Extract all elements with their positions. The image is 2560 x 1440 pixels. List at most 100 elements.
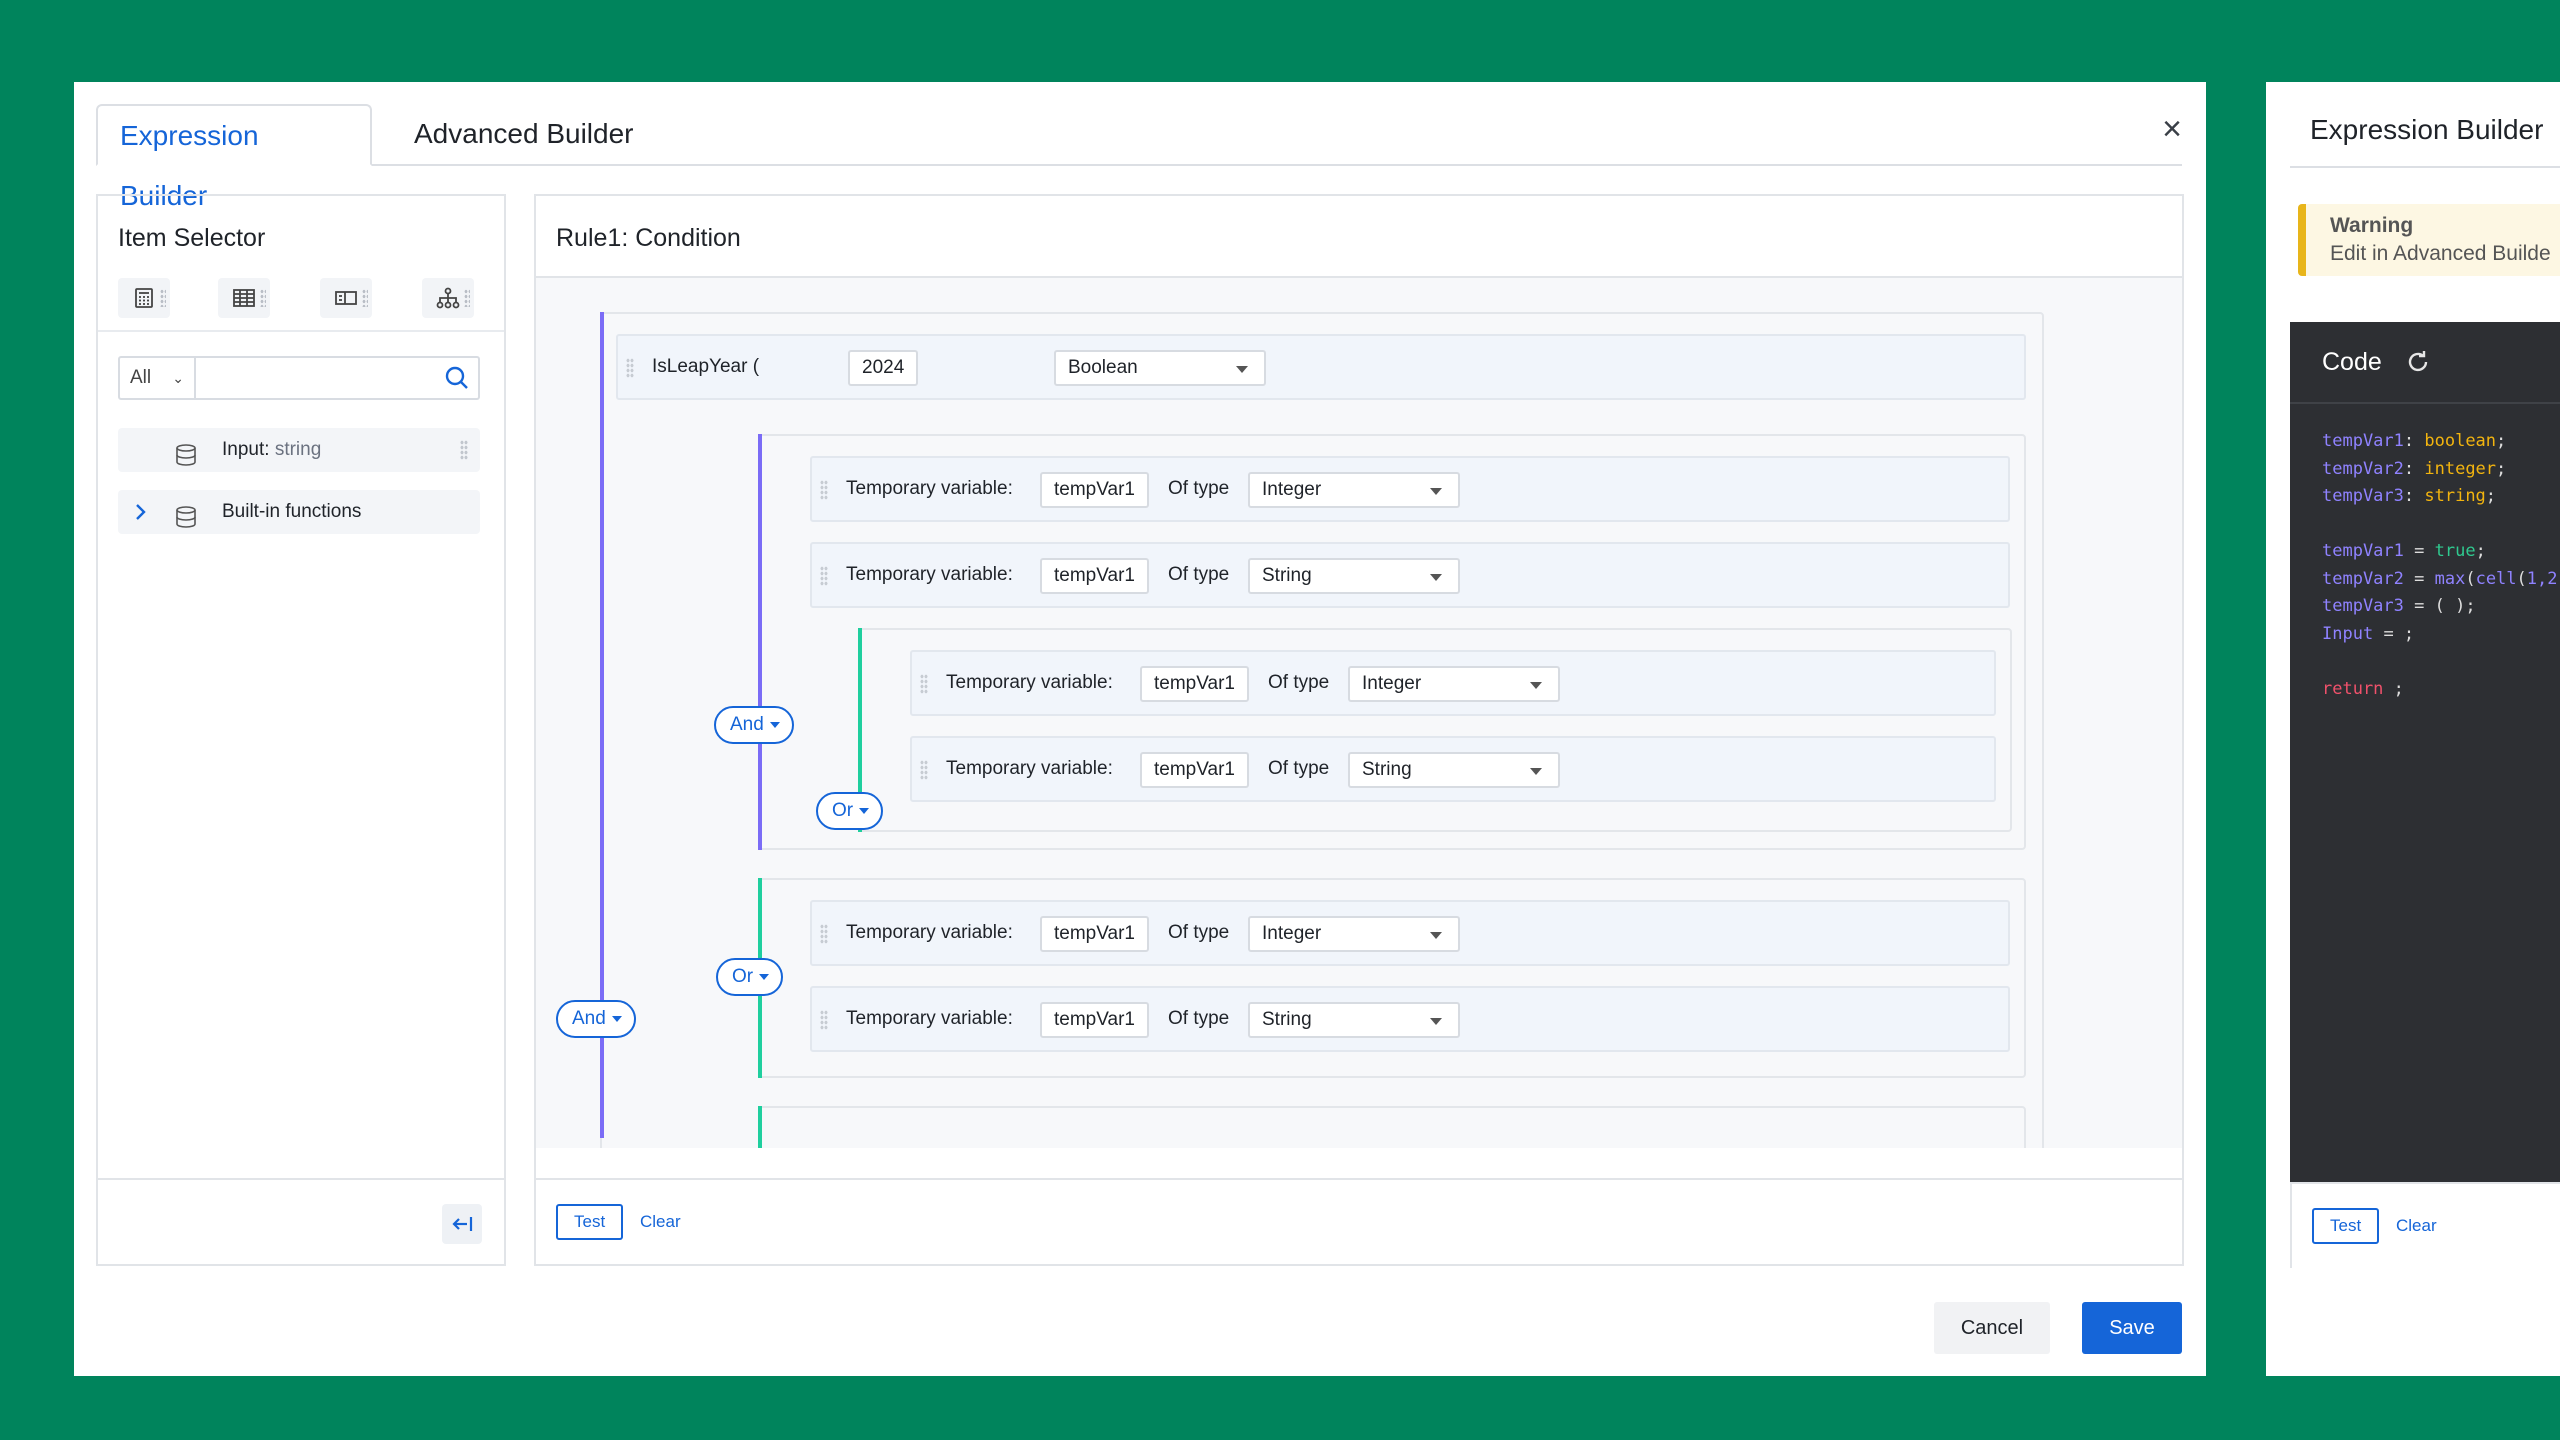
variable-name-input[interactable]: tempVar1 [1040,472,1149,508]
code-token: = ( ); [2414,596,2476,616]
variable-type-select[interactable]: String [1248,558,1460,594]
tree-item-input[interactable]: Input: string [118,428,480,472]
variable-row-1: Temporary variable: tempVar1 Of type Int… [810,456,2010,522]
return-type-value: Boolean [1068,357,1138,378]
code-token: tempVar3 [2322,596,2404,616]
warning-banner: Warning Edit in Advanced Builde [2298,204,2560,276]
variable-row-6: Temporary variable: tempVar1 Of type Str… [810,986,2010,1052]
tab-bar: Expression Builder Advanced Builder [96,104,2182,211]
variable-label: Temporary variable: [846,922,1013,943]
drag-handle-icon[interactable] [626,358,634,378]
variable-label: Temporary variable: [846,1008,1013,1029]
save-button[interactable]: Save [2082,1302,2182,1354]
caret-down-icon [1236,366,1248,373]
variable-type-select[interactable]: Integer [1248,472,1460,508]
test-button[interactable]: Test [2312,1208,2380,1244]
drag-handle-icon[interactable] [820,566,828,586]
search-icon[interactable] [444,365,470,396]
rule-title: Rule1: Condition [556,224,741,252]
function-argument-input[interactable]: 2024 [848,350,919,386]
drag-handle-icon[interactable] [920,674,928,694]
code-title: Code [2322,348,2382,376]
drag-handle-icon[interactable] [820,480,828,500]
caret-down-icon [1530,682,1542,689]
caret-down-icon [769,721,780,728]
collapse-panel-icon[interactable] [442,1204,482,1244]
chevron-right-icon[interactable] [134,490,148,537]
database-icon [174,501,198,545]
side-panel-footer: Test Clear [2290,1182,2560,1268]
filter-value: All [130,367,152,388]
warning-title: Warning [2330,214,2414,237]
code-token: max [2434,568,2466,589]
of-type-label: Of type [1168,1008,1230,1029]
panel-icon[interactable] [320,278,372,318]
caret-down-icon [759,973,770,980]
drag-handle-icon[interactable] [820,1010,828,1030]
code-token: tempVar1 [2322,541,2404,561]
code-token: true [2434,541,2476,561]
or-operator-button[interactable]: Or [716,958,784,996]
variable-type-value: Integer [1262,923,1322,944]
variable-type-select[interactable]: Integer [1348,666,1560,702]
variable-type-select[interactable]: String [1248,1002,1460,1038]
code-editor[interactable]: Code tempVar1: boolean; tempVar2: intege… [2290,322,2560,1182]
code-token: tempVar3 [2322,486,2404,506]
clear-button[interactable]: Clear [2396,1216,2437,1235]
variable-label: Temporary variable: [946,758,1113,779]
and-operator-button[interactable]: And [556,1000,636,1038]
expression-builder-modal: Expression Builder Advanced Builder × It… [74,82,2206,1376]
caret-down-icon [1430,932,1442,939]
variable-type-value: String [1262,1009,1312,1030]
and-connector-line [600,312,604,1138]
code-token: integer [2424,458,2497,479]
tree-item-built-in-functions[interactable]: Built-in functions [118,490,480,534]
and-operator-button[interactable]: And [714,706,794,744]
rule-header: Rule1: Condition [536,196,2182,278]
close-icon[interactable]: × [2162,110,2182,148]
of-type-label: Of type [1168,564,1230,585]
variable-name-input[interactable]: tempVar1 [1140,666,1249,702]
rule-canvas[interactable]: IsLeapYear ( 2024 Boolean Temporary vari… [536,278,2182,1148]
table-icon[interactable] [218,278,270,318]
cancel-button[interactable]: Cancel [1934,1302,2050,1354]
variable-name-input[interactable]: tempVar1 [1040,558,1149,594]
test-button[interactable]: Test [556,1204,624,1240]
variable-name-input[interactable]: tempVar1 [1040,916,1149,952]
variable-type-select[interactable]: Integer [1248,916,1460,952]
variable-type-value: Integer [1362,673,1422,694]
item-type-toolbar [98,278,504,332]
drag-handle-icon[interactable] [460,440,468,460]
variable-row-5: Temporary variable: tempVar1 Of type Int… [810,900,2010,966]
code-token: boolean [2424,431,2497,451]
or-operator-button[interactable]: Or [816,792,884,830]
variable-name-input[interactable]: tempVar1 [1040,1002,1149,1038]
or-connector-line [858,628,862,832]
code-token: return [2322,678,2384,699]
tab-expression-builder[interactable]: Expression Builder [96,104,372,211]
return-type-select[interactable]: Boolean [1054,350,1266,386]
search-input[interactable] [200,358,430,398]
variable-type-select[interactable]: String [1348,752,1560,788]
side-expression-builder-panel: Expression Builder Warning Edit in Advan… [2266,82,2560,1376]
code-text[interactable]: tempVar1: boolean; tempVar2: integer; te… [2322,431,2560,699]
calculator-icon[interactable] [118,278,170,318]
refresh-icon[interactable] [2404,348,2432,381]
hierarchy-icon[interactable] [422,278,474,318]
function-row: IsLeapYear ( 2024 Boolean [616,334,2026,400]
drag-handle-icon[interactable] [920,760,928,780]
variable-name-input[interactable]: tempVar1 [1140,752,1249,788]
code-token: Input [2322,623,2374,644]
variable-type-value: String [1362,759,1412,780]
clear-button[interactable]: Clear [640,1212,681,1231]
caret-down-icon [1430,1018,1442,1025]
warning-text: Edit in Advanced Builde [2330,242,2551,265]
item-filter-select[interactable]: All ⌄ [120,358,196,398]
tab-divider [2290,166,2560,168]
variable-row-4: Temporary variable: tempVar1 Of type Str… [910,736,1996,802]
code-token: string [2424,486,2486,506]
drag-handle-icon[interactable] [820,924,828,944]
code-token: tempVar2 [2322,568,2404,589]
tab-advanced-builder[interactable]: Advanced Builder [414,118,634,149]
caret-down-icon [1430,488,1442,495]
